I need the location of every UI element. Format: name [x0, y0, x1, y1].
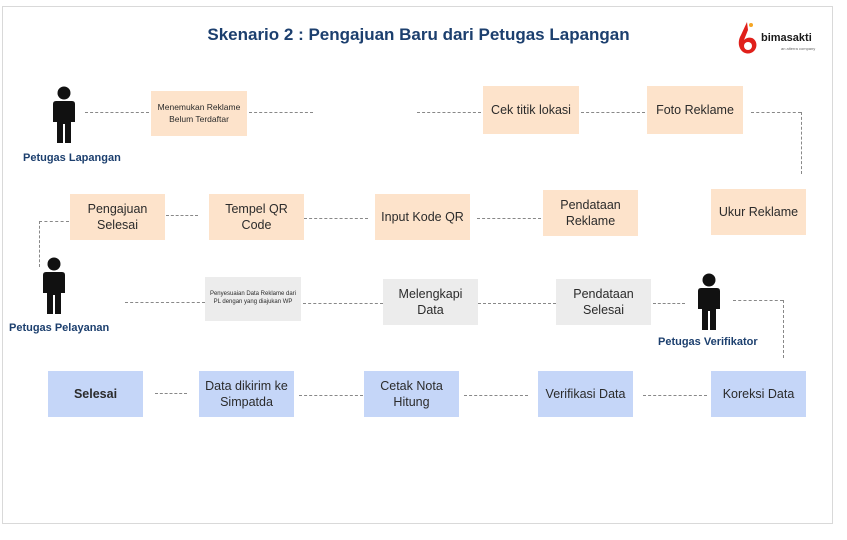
connector [733, 300, 783, 301]
petugas-verifikator-person-icon [696, 273, 722, 336]
step-foto-reklame: Foto Reklame [647, 86, 743, 134]
bimasakti-logo: bimasakti an alterra company [735, 21, 825, 61]
connector [39, 221, 69, 222]
connector [643, 395, 707, 396]
diagram-canvas: Skenario 2 : Pengajuan Baru dari Petugas… [2, 6, 833, 524]
connector [653, 303, 685, 304]
step-melengkapi-data: Melengkapi Data [383, 279, 478, 325]
connector [304, 218, 368, 219]
petugas-lapangan-person-icon [51, 86, 77, 149]
step-koreksi-data: Koreksi Data [711, 371, 806, 417]
step-pengajuan-selesai: Pengajuan Selesai [70, 194, 165, 240]
step-input-kode-qr: Input Kode QR [375, 194, 470, 240]
step-tempel-qr-code: Tempel QR Code [209, 194, 304, 240]
step-cetak-nota-hitung: Cetak Nota Hitung [364, 371, 459, 417]
connector [478, 303, 556, 304]
logo-word: bimasakti [761, 32, 812, 44]
connector [85, 112, 149, 113]
connector [477, 218, 541, 219]
connector [249, 112, 313, 113]
connector [303, 303, 383, 304]
step-pendataan-reklame: Pendataan Reklame [543, 190, 638, 236]
step-menemukan-reklame: Menemukan Reklame Belum Terdaftar [151, 91, 247, 136]
connector [417, 112, 481, 113]
connector [125, 302, 205, 303]
connector [464, 395, 528, 396]
petugas-pelayanan-label: Petugas Pelayanan [9, 322, 110, 334]
step-ukur-reklame: Ukur Reklame [711, 189, 806, 235]
step-selesai: Selesai [48, 371, 143, 417]
connector [801, 112, 802, 174]
step-verifikasi-data: Verifikasi Data [538, 371, 633, 417]
petugas-pelayanan-person-icon [41, 257, 67, 320]
petugas-lapangan-label: Petugas Lapangan [23, 152, 121, 164]
logo-subtext: an alterra company [781, 46, 816, 51]
diagram-title: Skenario 2 : Pengajuan Baru dari Petugas… [207, 25, 630, 44]
bimasakti-logo-icon [738, 22, 757, 54]
connector [155, 393, 187, 394]
connector [166, 215, 198, 216]
connector [299, 395, 363, 396]
step-pendataan-selesai: Pendataan Selesai [556, 279, 651, 325]
step-penyesuaian-data: Penyesuaian Data Reklame dari PL dengan … [205, 277, 301, 321]
step-data-dikirim-simpatda: Data dikirim ke Simpatda [199, 371, 294, 417]
step-cek-titik-lokasi: Cek titik lokasi [483, 86, 579, 134]
connector [751, 112, 801, 113]
petugas-verifikator-label: Petugas Verifikator [658, 336, 758, 348]
connector [783, 300, 784, 358]
connector [581, 112, 645, 113]
connector [39, 221, 40, 267]
